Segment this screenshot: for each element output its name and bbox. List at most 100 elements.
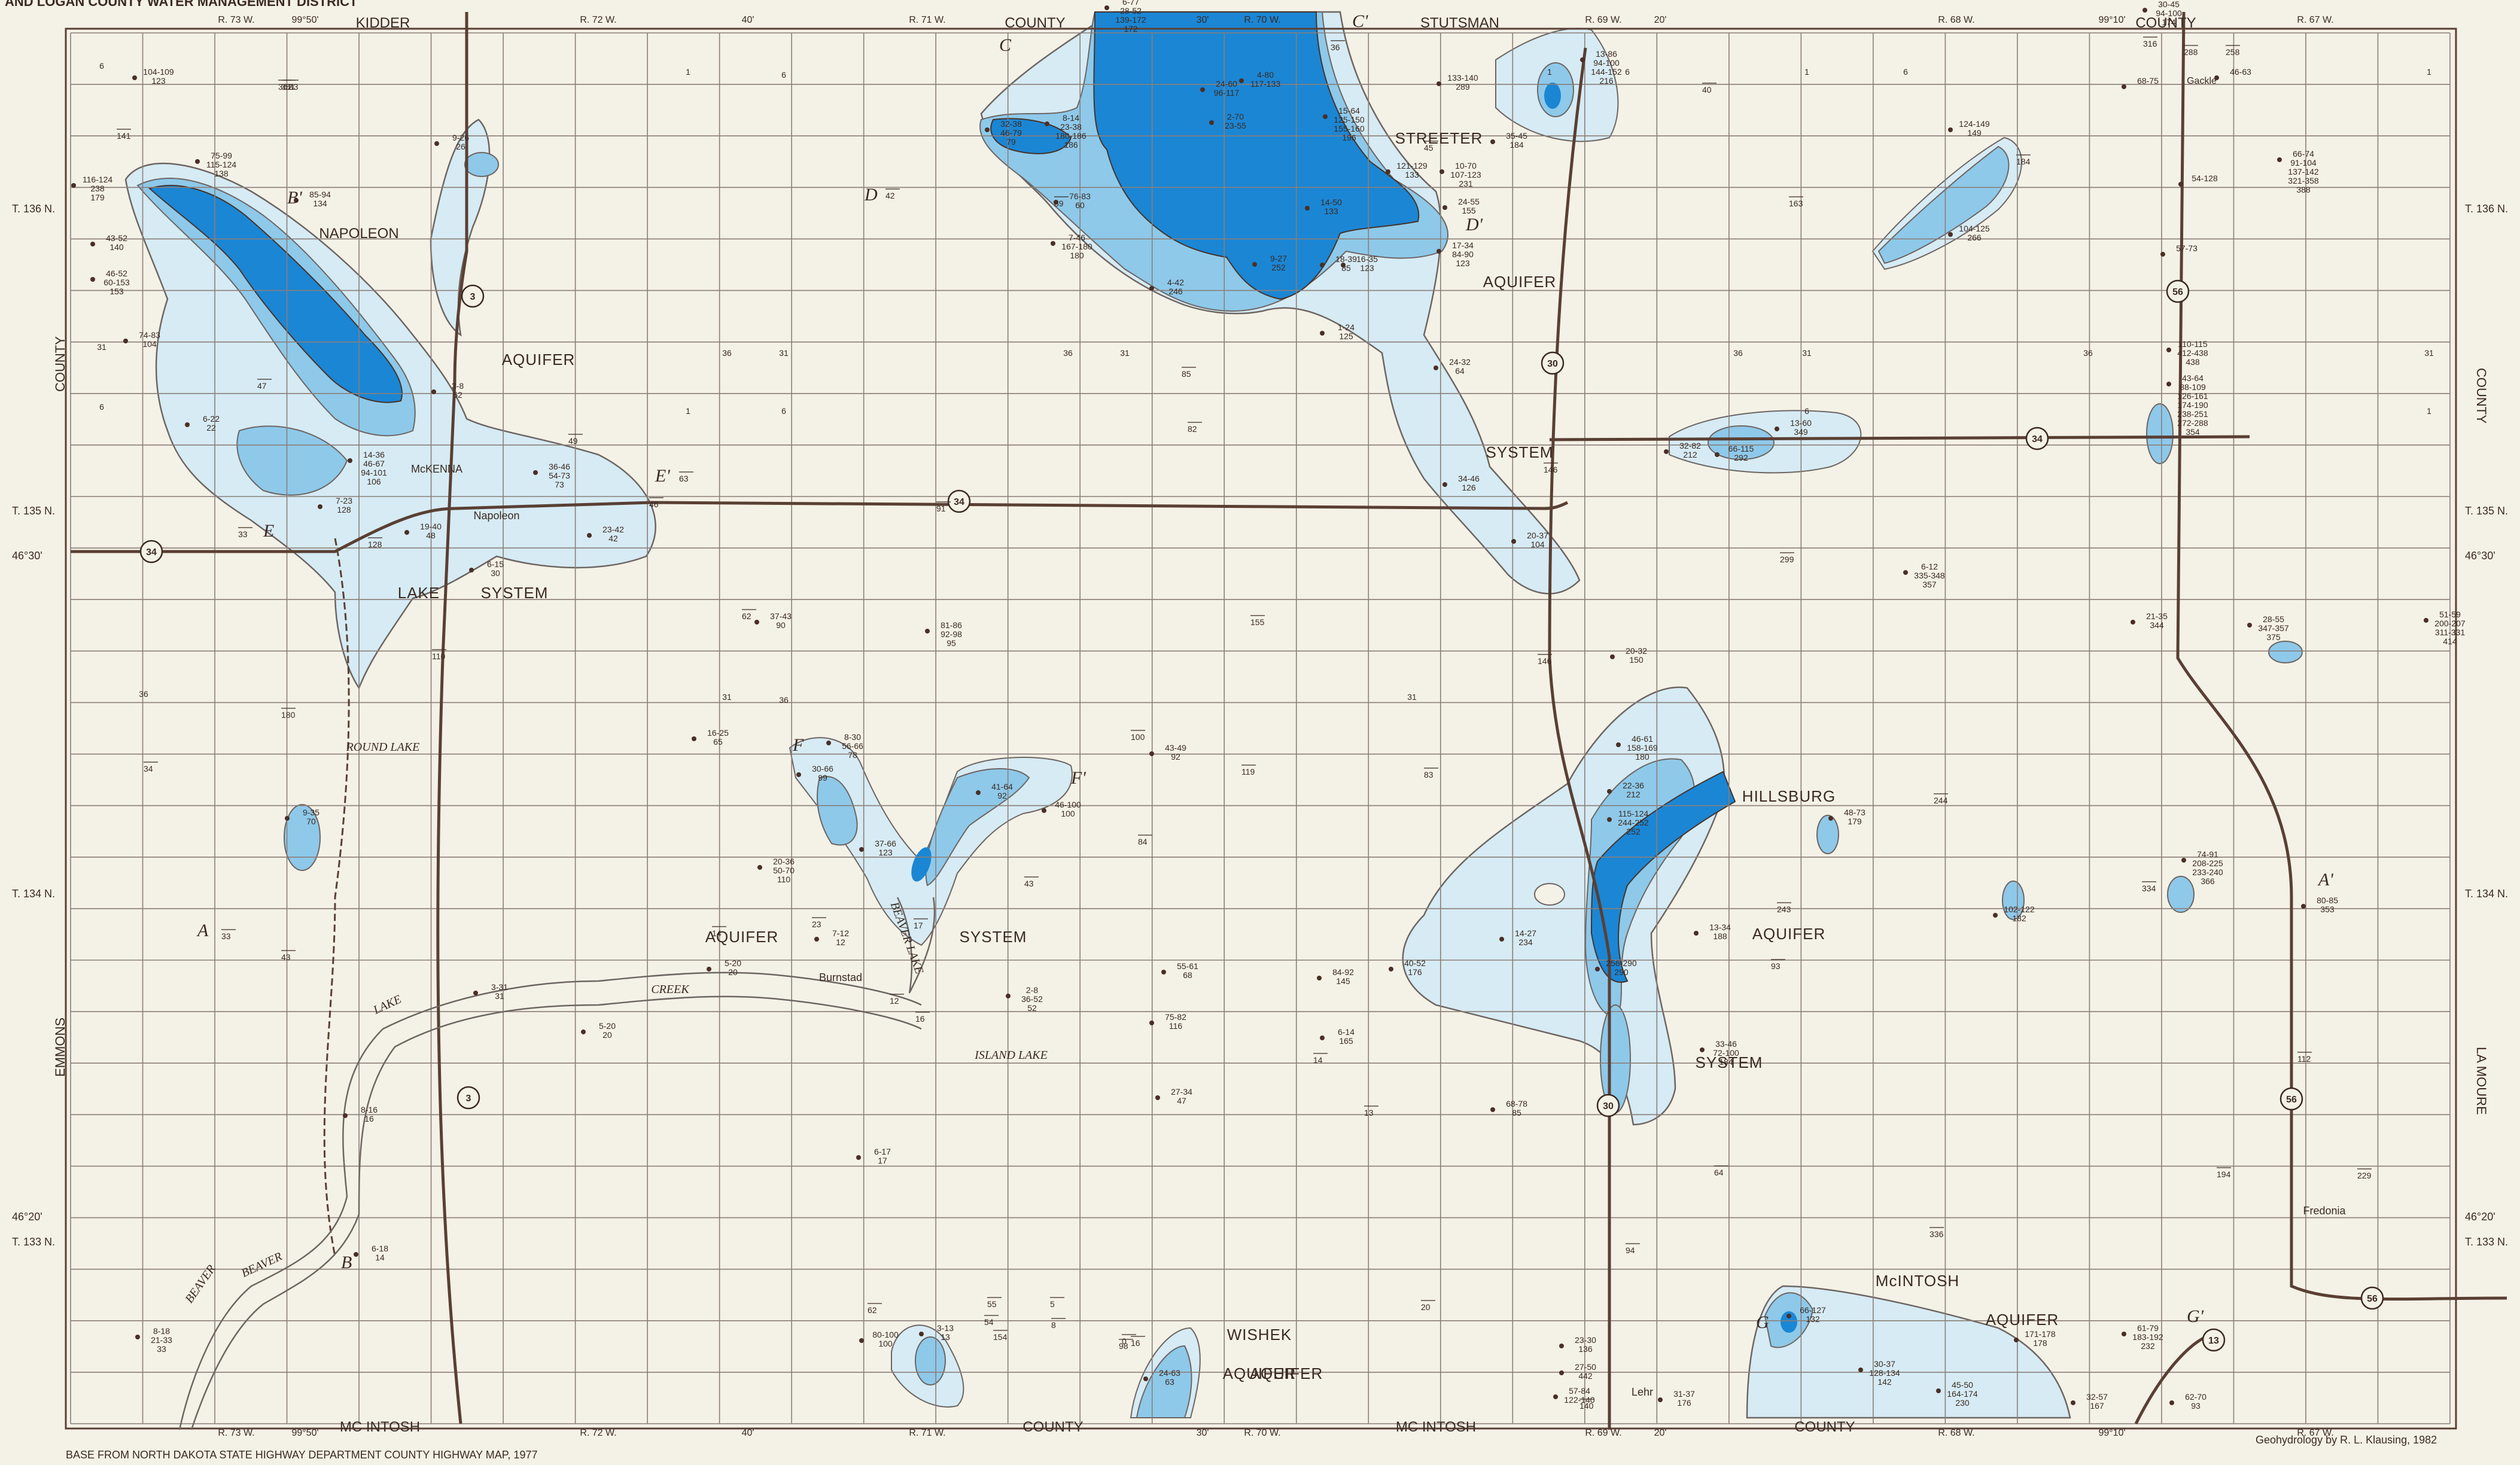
section-number: 1 [2427,406,2431,416]
range-label-top: R. 69 W. [1585,15,1621,25]
beaver-lake [896,897,936,994]
well-markers [71,5,2428,1405]
single-value: 42 [885,191,895,200]
well-value: 22-36 [1623,781,1644,790]
well-value: 186 [1064,140,1078,150]
well-value: 64 [1455,366,1465,376]
aquifer-label: LAKE [398,584,440,602]
section-number: 31 [1120,348,1130,358]
well-value: 37-66 [875,839,896,848]
well-value: 115-124 [206,160,237,169]
well-dot [1715,452,1719,457]
highway-shield [2279,1087,2303,1111]
well-value: 132 [1806,1314,1820,1324]
well-dot [796,772,801,777]
well-dot [1658,1397,1663,1402]
aquifer-label: AQUIFER [502,351,576,368]
well-dot [1499,937,1504,942]
single-value: 16 [1131,1338,1140,1348]
section-number: 1 [2427,67,2431,77]
single-value: 243 [1777,904,1791,914]
section-number: 36 [1733,348,1743,358]
well-value: 65 [713,737,723,747]
single-value: 112 [2297,1054,2311,1064]
well-dot [1239,78,1244,83]
well-dot [856,1155,861,1160]
well-value: 66-115 [1728,444,1754,453]
range-label-top: R. 73 W. [218,15,254,25]
streeter-aquifer-dark [1093,11,1420,300]
well-dot [1694,931,1699,936]
aquifer-label: McINTOSH [1876,1272,1959,1290]
well-value: 48-73 [1844,808,1865,817]
highway-number: 30 [1603,1101,1614,1111]
range-label-top: 99°50' [291,15,318,25]
single-value: 12 [890,996,899,1006]
township-label-left: T. 134 N. [12,888,55,900]
single-value: 98 [1119,1341,1128,1351]
section-number: 36 [139,689,148,699]
edge-label-right: LA MOURE [2474,1047,2489,1115]
edge-label-top: KIDDER [356,15,410,31]
well-value: 6-17 [874,1147,891,1156]
single-value: 316 [2143,39,2157,48]
section-label: D [864,185,878,205]
well-value: 63 [1165,1377,1174,1387]
well-value: 18-39 [1335,254,1357,264]
well-dot [132,75,137,80]
beaver-creek [178,971,922,1430]
range-label-top: 99°10' [2098,15,2125,25]
well-value: 115-124 [1618,809,1649,818]
well-value: 174-190 [2177,400,2208,410]
well-value: 57-73 [2176,243,2198,253]
well-value: 13-34 [1709,922,1731,932]
well-dot [2169,1400,2174,1405]
water-label: ROUND LAKE [346,741,420,754]
well-value: 133 [1324,206,1338,216]
well-value: 34-46 [1458,474,1480,483]
well-value: 81-86 [941,620,962,630]
well-value: 145 [1336,976,1350,986]
pond-74-91 [2167,876,2195,913]
township-label-right: 46°30' [2465,550,2495,562]
single-value: 119 [1241,767,1255,776]
single-value: 64 [1714,1168,1724,1177]
section-number: 31 [97,342,106,352]
aquifer-label: SYSTEM [481,584,549,602]
range-label-top: R. 70 W. [1244,15,1280,25]
well-dot [1700,1047,1705,1052]
well-value: 46-79 [1000,128,1022,138]
ne-pond-mid [1877,145,2010,264]
well-value: 138 [214,169,229,178]
well-value: 74-83 [139,330,160,340]
well-dot [1252,262,1257,267]
single-value: 55 [987,1299,997,1309]
well-dot [2178,182,2183,187]
napoleon-small-pond [464,152,499,177]
well-dot [757,865,762,870]
well-value: 30 [491,568,500,578]
well-value: 6-15 [487,559,504,569]
water-label: CREEK [651,983,690,996]
single-value: 34 [144,764,153,773]
aquifer-label: AQUIFER [1250,1365,1323,1382]
highway-shield [456,1086,480,1110]
well-dot [692,736,696,741]
well-dot [2071,1400,2075,1405]
well-dot [285,816,290,821]
aquifer-label: AQUIFER [1752,925,1826,943]
well-value: 40-52 [1404,958,1426,968]
single-value: 84 [1138,837,1148,846]
single-value: 85 [1182,369,1191,379]
section-number: 36 [1063,348,1073,358]
well-value: 8-14 [1063,113,1079,123]
section-number: 31 [2424,348,2434,358]
single-value: 146 [1538,656,1552,666]
mcintosh-aquifer-light [1746,1285,2071,1419]
well-value: 2-70 [1227,112,1244,121]
well-dot [707,967,711,971]
well-dot [348,458,352,463]
well-value: 46-100 [1055,800,1081,809]
well-value: 23-30 [1575,1335,1596,1345]
well-value: 414 [2443,636,2457,646]
